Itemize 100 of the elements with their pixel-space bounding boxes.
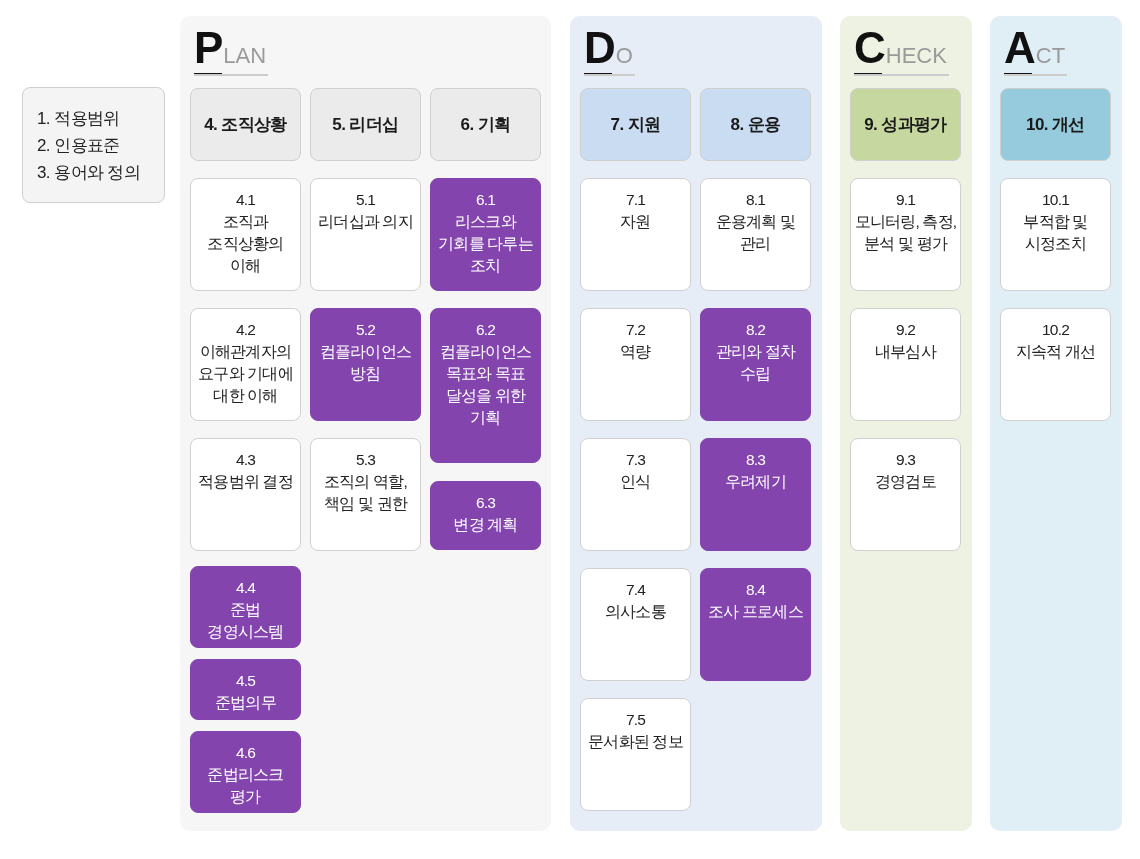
subclause-card bbox=[850, 178, 961, 291]
clause-title: 변경 계획 bbox=[452, 515, 519, 535]
clause-number: 4.6 bbox=[234, 743, 257, 763]
clause-title: 조직과 조직상황의 이해 bbox=[206, 212, 285, 276]
subclause-card bbox=[310, 438, 421, 551]
clause-title: 지속적 개선 bbox=[1014, 342, 1097, 362]
subclause-card bbox=[580, 438, 691, 551]
subclause-card bbox=[310, 308, 421, 421]
phase-panel bbox=[570, 16, 822, 831]
clause-item: 3. 용어와 정의 bbox=[37, 161, 142, 184]
clause-title: 리스크와 기회를 다루는 조치 bbox=[437, 212, 534, 276]
subclause-card bbox=[850, 308, 961, 421]
clause-title: 7. 지원 bbox=[610, 114, 661, 136]
subclause-card bbox=[190, 438, 301, 551]
clause-number: 8.3 bbox=[744, 450, 767, 470]
clause-header-card bbox=[430, 88, 541, 161]
clause-title: 6. 기획 bbox=[460, 114, 511, 136]
clause-number: 10.2 bbox=[1041, 320, 1070, 340]
phase-heading: CHECK bbox=[854, 30, 949, 76]
subclause-card bbox=[430, 481, 541, 550]
clause-title: 의사소통 bbox=[604, 602, 667, 622]
clause-number: 7.3 bbox=[624, 450, 647, 470]
clause-title: 역량 bbox=[619, 342, 652, 362]
clause-title: 관리와 절차 수립 bbox=[714, 342, 797, 384]
clause-item: 2. 인용표준 bbox=[37, 134, 121, 157]
subclause-card bbox=[580, 698, 691, 811]
clause-title: 문서화된 정보 bbox=[587, 732, 684, 752]
clause-number: 6.3 bbox=[474, 493, 497, 513]
clause-title: 리더십과 의지 bbox=[317, 212, 414, 232]
clause-number: 9.2 bbox=[894, 320, 917, 340]
clause-title: 조직의 역할, 책임 및 권한 bbox=[323, 472, 409, 514]
clause-title: 조사 프로세스 bbox=[707, 602, 804, 622]
clause-title: 5. 리더십 bbox=[332, 114, 399, 136]
subclause-card bbox=[1000, 308, 1111, 421]
clause-header-card bbox=[190, 88, 301, 161]
clause-number: 4.3 bbox=[234, 450, 257, 470]
clause-title: 인식 bbox=[619, 472, 652, 492]
clause-title: 경영검토 bbox=[874, 472, 937, 492]
phase-heading: ACT bbox=[1004, 30, 1068, 76]
clause-number: 4.4 bbox=[234, 578, 257, 598]
clause-header-card bbox=[310, 88, 421, 161]
clause-list-card bbox=[22, 87, 165, 203]
clause-title: 컴플라이언스 방침 bbox=[318, 342, 413, 384]
clause-number: 5.3 bbox=[354, 450, 377, 470]
clause-number: 10.1 bbox=[1041, 190, 1070, 210]
subclause-card bbox=[700, 438, 811, 551]
subclause-card bbox=[1000, 178, 1111, 291]
subclause-card bbox=[430, 308, 541, 463]
phase-panel bbox=[840, 16, 972, 831]
clause-number: 7.5 bbox=[624, 710, 647, 730]
clause-title: 9. 성과평가 bbox=[864, 114, 947, 136]
subclause-card bbox=[310, 178, 421, 291]
clause-number: 6.1 bbox=[474, 190, 497, 210]
clause-number: 4.2 bbox=[234, 320, 257, 340]
phase-panel bbox=[990, 16, 1122, 831]
clause-title: 자원 bbox=[619, 212, 652, 232]
clause-title: 이해관계자의 요구와 기대에 대한 이해 bbox=[197, 342, 294, 406]
clause-title: 8. 운용 bbox=[730, 114, 781, 136]
clause-title: 운용계획 및 관리 bbox=[714, 212, 797, 254]
clause-title: 10. 개선 bbox=[1026, 114, 1085, 136]
clause-header-card bbox=[580, 88, 691, 161]
clause-number: 8.4 bbox=[744, 580, 767, 600]
clause-header-card bbox=[1000, 88, 1111, 161]
subclause-card bbox=[700, 178, 811, 291]
clause-number: 5.1 bbox=[354, 190, 377, 210]
phase-heading: DO bbox=[584, 30, 635, 76]
clause-number: 9.1 bbox=[894, 190, 917, 210]
subclause-card bbox=[580, 308, 691, 421]
subclause-card bbox=[580, 568, 691, 681]
clause-title: 준법리스크 평가 bbox=[206, 765, 285, 807]
clause-title: 우려제기 bbox=[724, 472, 787, 492]
clause-title: 적용범위 결정 bbox=[197, 472, 294, 492]
clause-header-card bbox=[700, 88, 811, 161]
phase-panel bbox=[180, 16, 551, 831]
clause-number: 8.2 bbox=[744, 320, 767, 340]
clause-number: 7.4 bbox=[624, 580, 647, 600]
subclause-card bbox=[190, 566, 301, 648]
clause-title: 컴플라이언스 목표와 목표 달성을 위한 기획 bbox=[438, 342, 533, 428]
subclause-card bbox=[190, 308, 301, 421]
clause-number: 4.1 bbox=[234, 190, 257, 210]
subclause-card bbox=[580, 178, 691, 291]
clause-number: 7.2 bbox=[624, 320, 647, 340]
clause-number: 7.1 bbox=[624, 190, 647, 210]
clause-header-card bbox=[850, 88, 961, 161]
clause-number: 8.1 bbox=[744, 190, 767, 210]
clause-number: 6.2 bbox=[474, 320, 497, 340]
clause-title: 준법 경영시스템 bbox=[206, 600, 285, 642]
clause-title: 부적합 및 시정조치 bbox=[1022, 212, 1089, 254]
clause-title: 4. 조직상황 bbox=[204, 114, 287, 136]
clause-title: 내부심사 bbox=[874, 342, 938, 362]
subclause-card bbox=[700, 568, 811, 681]
subclause-card bbox=[190, 731, 301, 813]
subclause-card bbox=[190, 178, 301, 291]
clause-number: 5.2 bbox=[354, 320, 377, 340]
clause-title: 준법의무 bbox=[214, 693, 277, 713]
subclause-card bbox=[430, 178, 541, 291]
clause-title: 모니터링, 측정, 분석 및 평가 bbox=[853, 212, 958, 254]
subclause-card bbox=[700, 308, 811, 421]
clause-item: 1. 적용범위 bbox=[37, 107, 121, 130]
subclause-card bbox=[850, 438, 961, 551]
